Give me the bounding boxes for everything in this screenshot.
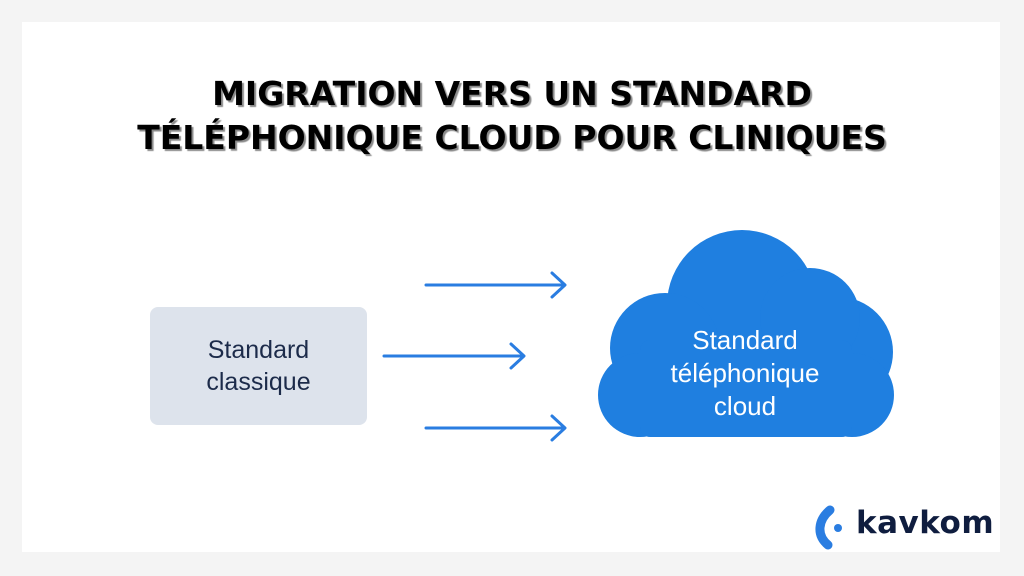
target-cloud-label: Standard téléphonique cloud (620, 324, 870, 423)
arrow-middle (382, 342, 526, 370)
cloud-line-3: cloud (713, 391, 777, 421)
title-line-2: TÉLÉPHONIQUE CLOUD POUR CLINIQUES (137, 118, 887, 157)
arrow-top (424, 271, 567, 299)
cloud-line-1: Standard (692, 325, 798, 355)
logo-text: kavkom (856, 505, 995, 541)
kavkom-logo: kavkom (816, 505, 994, 541)
kavkom-logo-icon (815, 505, 842, 550)
arrow-bottom (424, 414, 567, 442)
source-box-line-2: classique (206, 368, 311, 396)
source-box-line-1: Standard (207, 336, 310, 364)
cloud-line-2: téléphonique (670, 358, 820, 388)
diagram-title: MIGRATION VERS UN STANDARD TÉLÉPHONIQUE … (0, 72, 1024, 160)
title-line-1: MIGRATION VERS UN STANDARD (212, 74, 812, 113)
source-box-classic: Standard classique (150, 307, 367, 425)
cloud-shape (598, 230, 894, 437)
